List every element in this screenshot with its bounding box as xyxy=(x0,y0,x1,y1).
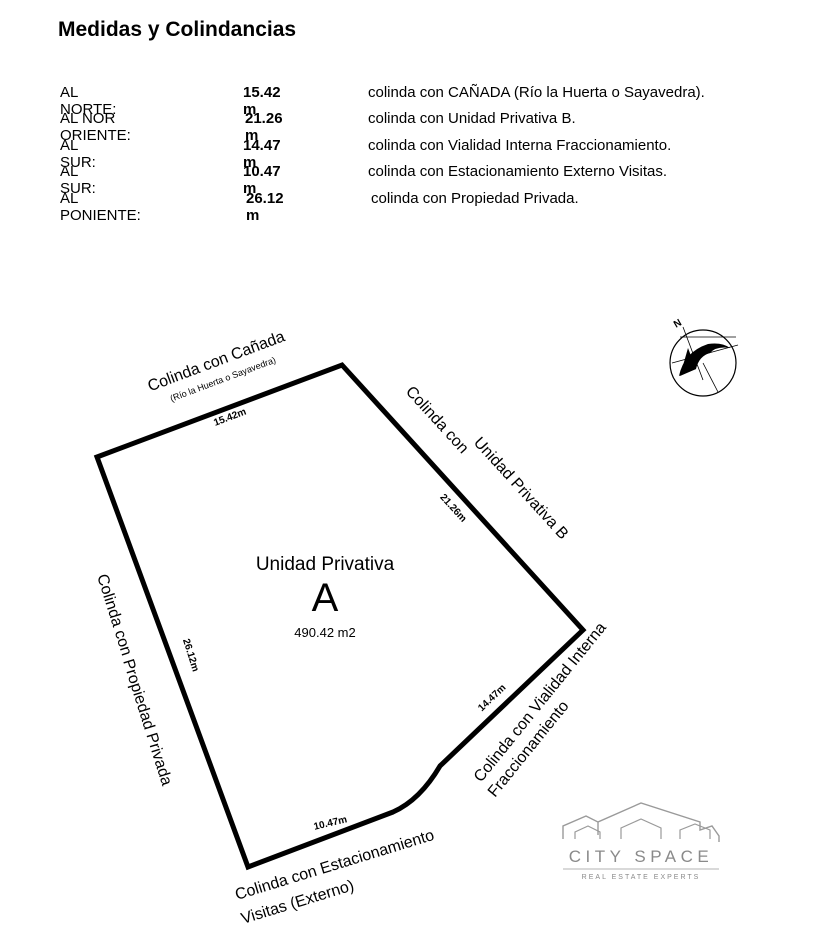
boundary-length: 15.42 m xyxy=(243,84,281,118)
neighbor-west-label-2: Propiedad Privada xyxy=(119,657,175,788)
logo-skyline xyxy=(562,802,720,842)
boundary-description: colinda con Vialidad Interna Fraccionami… xyxy=(368,137,672,154)
logo-tagline: REAL ESTATE EXPERTS xyxy=(582,874,701,881)
neighbor-west-label-1: Colinda con xyxy=(93,572,135,658)
boundary-direction: AL SUR: xyxy=(60,163,96,197)
unit-label: Unidad Privativa xyxy=(256,554,395,575)
page-title: Medidas y Colindancias xyxy=(58,18,297,41)
boundary-description: colinda con CAÑADA (Río la Huerta o Saya… xyxy=(368,84,705,101)
boundary-description: colinda con Propiedad Privada. xyxy=(371,190,579,207)
neighbor-northeast-label-2: Unidad Privativa B xyxy=(470,434,571,543)
boundary-direction: AL NORTE: xyxy=(60,84,117,118)
boundary-direction: AL NOR ORIENTE: xyxy=(60,110,131,144)
edge-length-west: 26.12m xyxy=(180,637,201,673)
boundary-length: 26.12 m xyxy=(246,190,284,224)
unit-area: 490.42 m2 xyxy=(294,625,355,640)
boundary-length: 10.47 m xyxy=(243,163,281,197)
boundary-description: colinda con Unidad Privativa B. xyxy=(368,110,576,127)
boundary-direction: AL PONIENTE: xyxy=(60,190,141,224)
compass-north-letter: N xyxy=(672,317,684,330)
boundary-length: 14.47 m xyxy=(243,137,281,171)
lot-outline xyxy=(93,362,587,871)
edge-length-south-vialidad: 14.47m xyxy=(476,682,508,713)
boundary-description: colinda con Estacionamiento Externo Visi… xyxy=(368,163,668,180)
boundary-length: 21.26 m xyxy=(245,110,283,144)
logo-name: CITY SPACE xyxy=(569,847,714,866)
boundary-direction: AL SUR: xyxy=(60,137,96,171)
unit-letter: A xyxy=(312,576,339,620)
compass-icon: N xyxy=(669,317,739,397)
city-space-logo: CITY SPACE REAL ESTATE EXPERTS xyxy=(562,802,720,881)
